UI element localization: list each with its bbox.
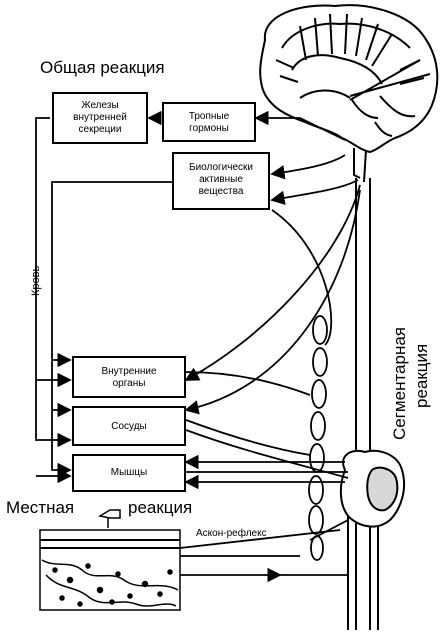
internal-organs-text: Внутренние органы — [101, 366, 157, 389]
sympathetic-chain — [308, 315, 328, 561]
muscles-box: Мышцы — [72, 454, 186, 492]
local-reaction-word1: Местная — [6, 498, 75, 517]
internal-organs-box: Внутренние органы — [72, 356, 186, 398]
bioactive-substances-text: Биологически активные вещества — [189, 162, 253, 197]
blood-label: Кровь — [30, 265, 42, 296]
brain-illustration — [259, 4, 439, 183]
vessels-box: Сосуды — [72, 406, 186, 446]
muscles-text: Мышцы — [110, 467, 148, 478]
tropic-hormones-box: Тропные гормоны — [162, 102, 256, 142]
axon-reflex-label: Аскон-рефлекс — [196, 528, 267, 539]
spinal-segment — [339, 450, 406, 528]
bioactive-substances-box: Биологически активные вещества — [172, 152, 270, 210]
skin-tissue-illustration — [39, 509, 181, 611]
general-reaction-label: Общая реакция — [40, 58, 165, 77]
vessels-text: Сосуды — [111, 421, 147, 432]
segmental-reaction-line2: реакция — [412, 343, 431, 408]
endocrine-glands-box: Железы внутренней секреции — [52, 92, 148, 144]
local-reaction-word2: реакция — [128, 498, 193, 517]
tropic-hormones-text: Тропные гормоны — [188, 111, 230, 134]
segmental-reaction-line1: Сегментарная — [390, 326, 409, 440]
endocrine-glands-text: Железы внутренней секреции — [73, 100, 127, 135]
spinal-cord — [347, 178, 379, 630]
